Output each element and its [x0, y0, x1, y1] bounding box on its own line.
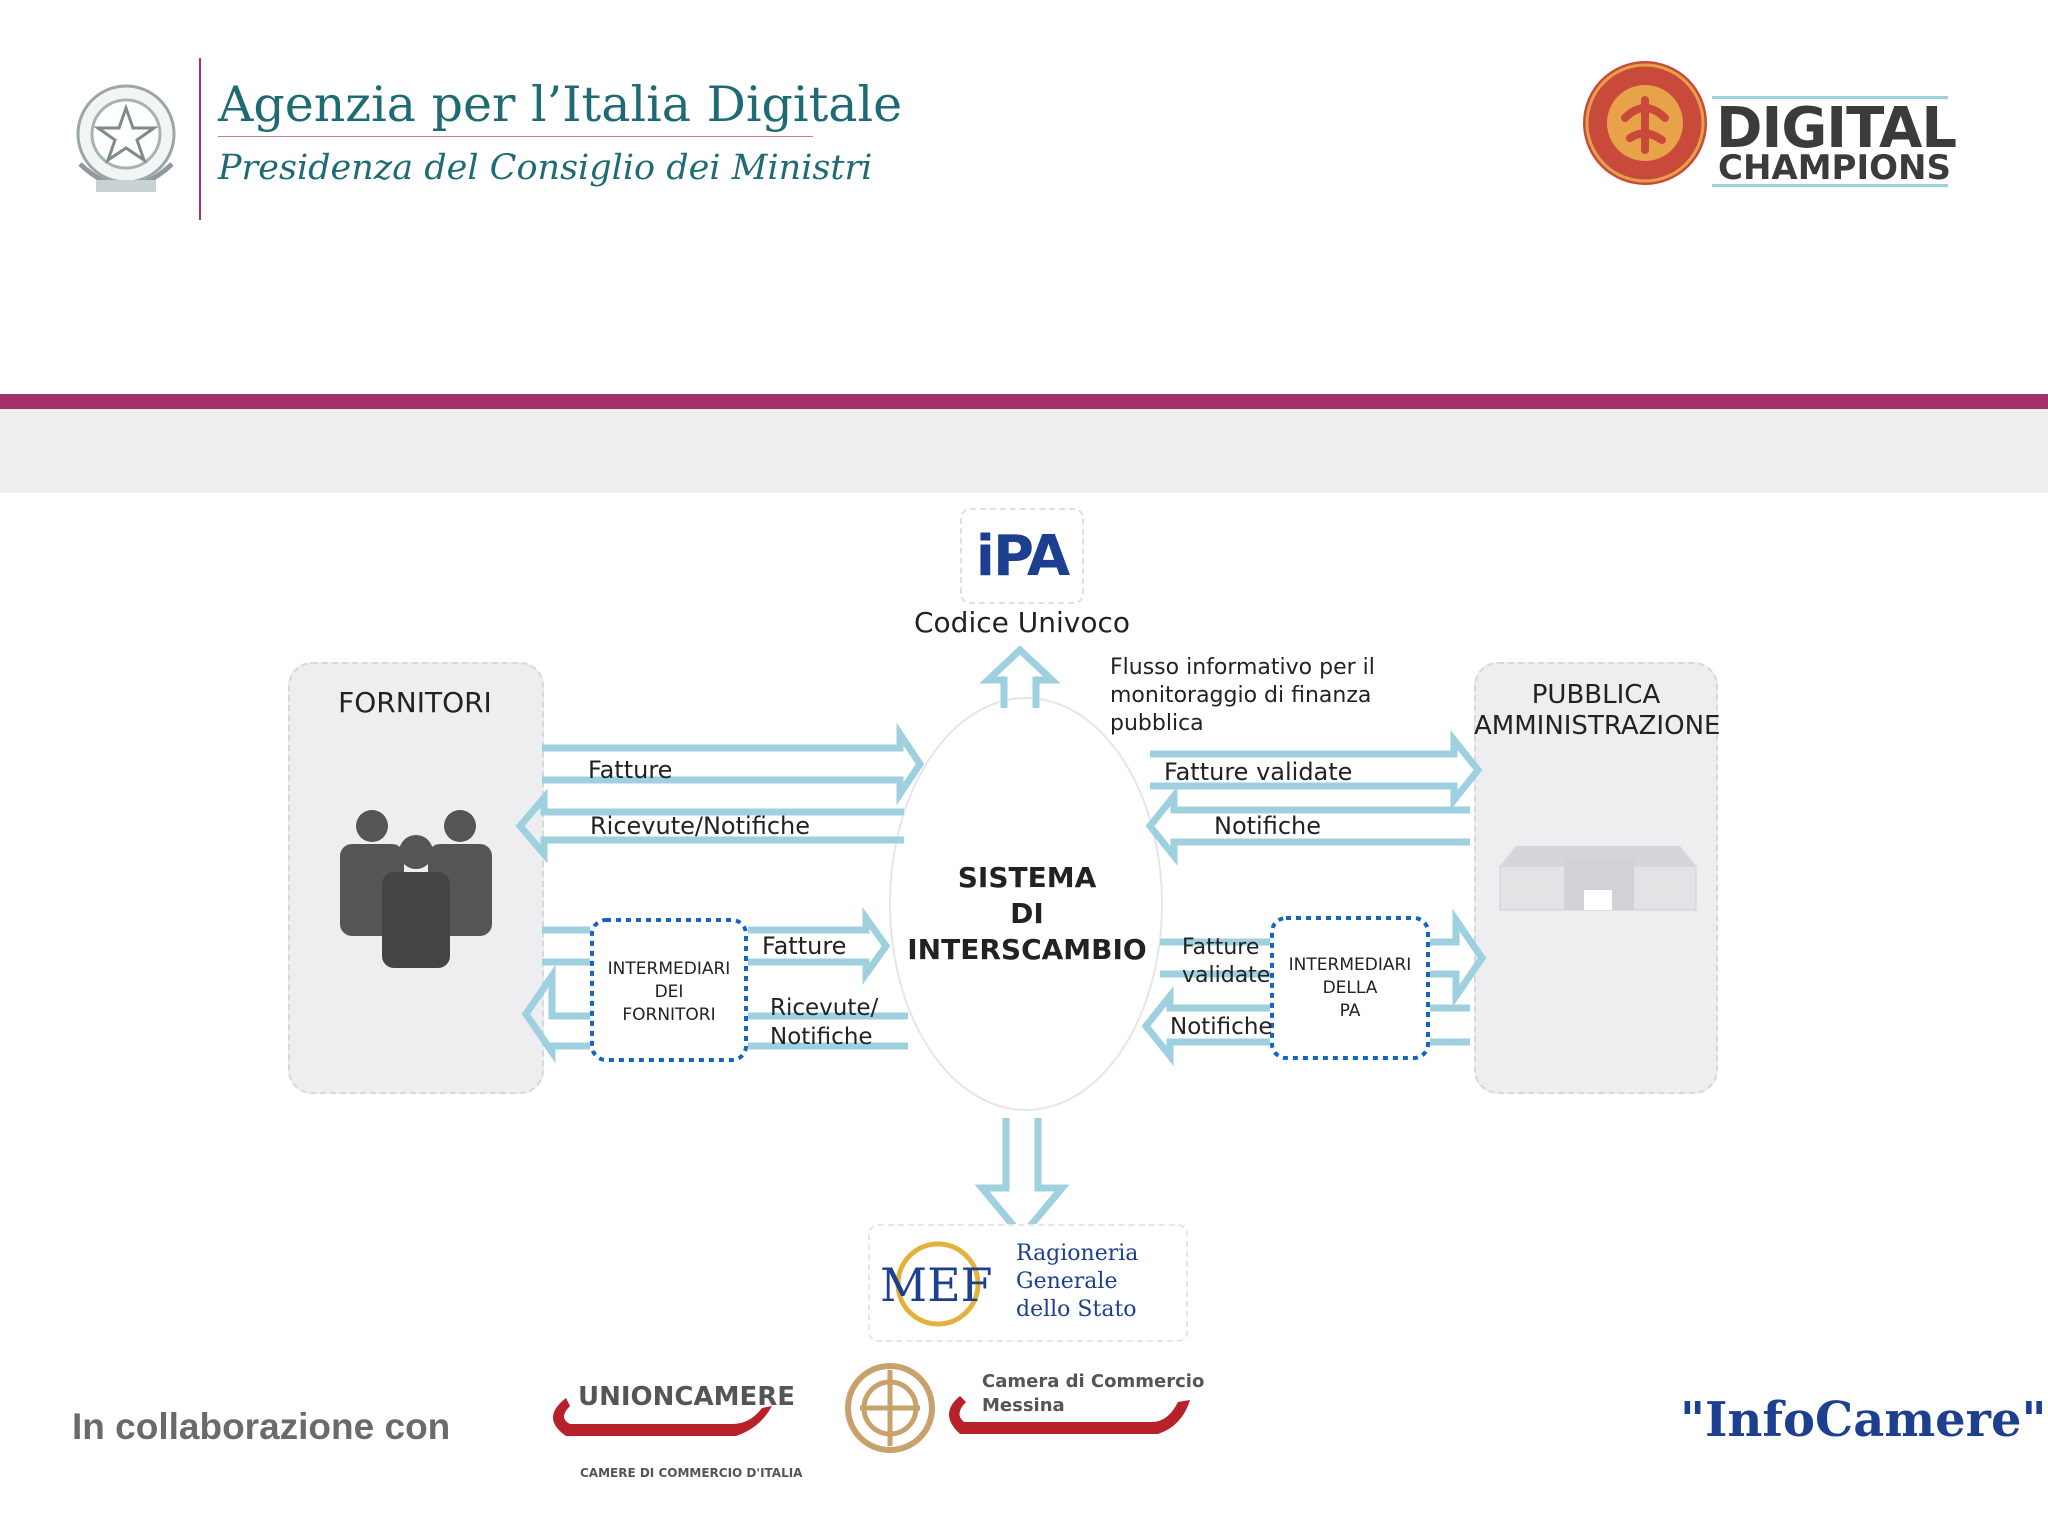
- pa-intermediaries-line-2: DELLA: [1322, 978, 1378, 998]
- mef-emblem: [895, 1241, 981, 1327]
- agency-subtitle: Presidenza del Consiglio dei Ministri: [218, 148, 873, 188]
- label-notifiche-top: Notifiche: [1214, 812, 1322, 840]
- supplier-intermediaries-line-3: FORNITORI: [622, 1005, 716, 1025]
- unioncamere-logo-sub: CAMERE DI COMMERCIO D'ITALIA: [580, 1466, 803, 1480]
- unioncamere-swoosh: [553, 1398, 772, 1436]
- hub-label: SISTEMA DI INTERSCAMBIO: [896, 860, 1158, 968]
- hub-label-line-1: SISTEMA: [957, 861, 1097, 894]
- label-fatture-validate-top: Fatture validate: [1164, 758, 1353, 786]
- hub-ellipse: [889, 697, 1163, 1111]
- label-ricevute-lower-line-2: Notifiche: [770, 1024, 873, 1050]
- partner-logo-rule-bottom: [1712, 184, 1948, 187]
- label-fatture-validate-lower-line-2: validate: [1182, 963, 1271, 988]
- camera-commercio-emblem: [845, 1363, 935, 1453]
- arrow-fatture-lower: [542, 907, 891, 985]
- ipa-logo: iPA: [960, 508, 1084, 604]
- monitoring-note-line-3: pubblica: [1110, 711, 1204, 736]
- digital-champions-badge-logo: [1583, 61, 1707, 185]
- pa-label-line-2: AMMINISTRAZIONE: [1474, 711, 1721, 741]
- label-fatture-validate-lower: Fatture validate: [1182, 934, 1270, 990]
- supplier-intermediaries-line-2: DEI: [654, 982, 684, 1002]
- pa-intermediaries-box: [1270, 916, 1430, 1060]
- arrow-fatture-top: [542, 722, 925, 806]
- ipa-caption: Codice Univoco: [914, 606, 1131, 639]
- arrow-fatture-validate-top: [1150, 730, 1483, 810]
- arrow-ricevute-lower: [521, 964, 908, 1064]
- monitoring-note-line-2: monitoraggio di finanza: [1110, 683, 1372, 708]
- mef-logo: MEF Ragioneria Generale dello Stato: [868, 1224, 1188, 1342]
- suppliers-people-icon: [340, 810, 492, 968]
- supplier-intermediaries-label: INTERMEDIARI DEI FORNITORI: [594, 958, 744, 1027]
- camera-commercio-title-line-1: Camera di Commercio: [982, 1371, 1205, 1392]
- arrow-notifiche-lower: [1141, 986, 1470, 1066]
- arrow-notifiche-top: [1145, 786, 1470, 866]
- label-ricevute-lower-line-1: Ricevute/: [770, 995, 879, 1021]
- header-subband: [0, 409, 2048, 493]
- pa-building-icon: [1499, 846, 1697, 911]
- label-notifiche-lower: Notifiche: [1170, 1014, 1273, 1040]
- collaboration-label: In collaborazione con: [72, 1406, 451, 1447]
- label-fatture-top: Fatture: [588, 756, 673, 784]
- label-ricevute-top: Ricevute/Notifiche: [590, 812, 810, 840]
- unioncamere-logo-title: UNIONCAMERE: [578, 1382, 796, 1412]
- pa-intermediaries-line-1: INTERMEDIARI: [1288, 955, 1412, 975]
- pa-intermediaries-line-3: PA: [1339, 1001, 1361, 1021]
- supplier-intermediaries-box: [590, 918, 748, 1062]
- partner-logo-rule-top: [1712, 96, 1948, 99]
- mef-logo-text: MEF: [880, 1258, 993, 1312]
- pa-label-line-1: PUBBLICA: [1531, 680, 1661, 710]
- italian-emblem-logo: [76, 84, 176, 192]
- header-band: [0, 394, 2048, 409]
- hub-label-line-2: DI: [1010, 897, 1044, 930]
- arrow-ricevute-top: [515, 788, 904, 864]
- agency-title: Agenzia per l’Italia Digitale: [218, 76, 903, 133]
- suppliers-label: FORNITORI: [338, 686, 492, 719]
- label-fatture-lower: Fatture: [762, 932, 847, 960]
- camera-commercio-title: Camera di Commercio Messina: [982, 1370, 1204, 1418]
- monitoring-note-line-1: Flusso informativo per il: [1110, 655, 1375, 680]
- header-divider: [199, 58, 201, 220]
- down-arrow-mef: [974, 1118, 1070, 1242]
- supplier-intermediaries-line-1: INTERMEDIARI: [607, 959, 731, 979]
- infocamere-logo: "InfoCamere": [1680, 1392, 2047, 1448]
- mef-caption-line-3: dello Stato: [1016, 1297, 1137, 1322]
- ipa-logo-text: iPA: [975, 524, 1070, 589]
- pa-label: PUBBLICA AMMINISTRAZIONE: [1474, 680, 1721, 742]
- mef-caption: Ragioneria Generale dello Stato: [1016, 1240, 1138, 1324]
- monitoring-note: Flusso informativo per il monitoraggio d…: [1110, 654, 1375, 738]
- up-arrow-ipa: [979, 645, 1061, 708]
- arrow-fatture-validate-lower: [1160, 908, 1487, 1008]
- camera-commercio-title-line-2: Messina: [982, 1395, 1065, 1416]
- hub-label-line-3: INTERSCAMBIO: [907, 933, 1147, 966]
- partner-logo-word2: CHAMPIONS: [1718, 148, 1951, 188]
- mef-caption-line-2: Generale: [1016, 1269, 1118, 1294]
- partner-logo-word1: DIGITAL: [1716, 96, 1957, 161]
- label-ricevute-lower: Ricevute/ Notifiche: [770, 994, 878, 1052]
- agency-title-rule: [218, 136, 813, 137]
- camera-commercio-swoosh: [949, 1396, 1190, 1434]
- pa-intermediaries-label: INTERMEDIARI DELLA PA: [1274, 954, 1426, 1023]
- mef-caption-line-1: Ragioneria: [1016, 1241, 1139, 1266]
- label-fatture-validate-lower-line-1: Fatture: [1182, 935, 1260, 960]
